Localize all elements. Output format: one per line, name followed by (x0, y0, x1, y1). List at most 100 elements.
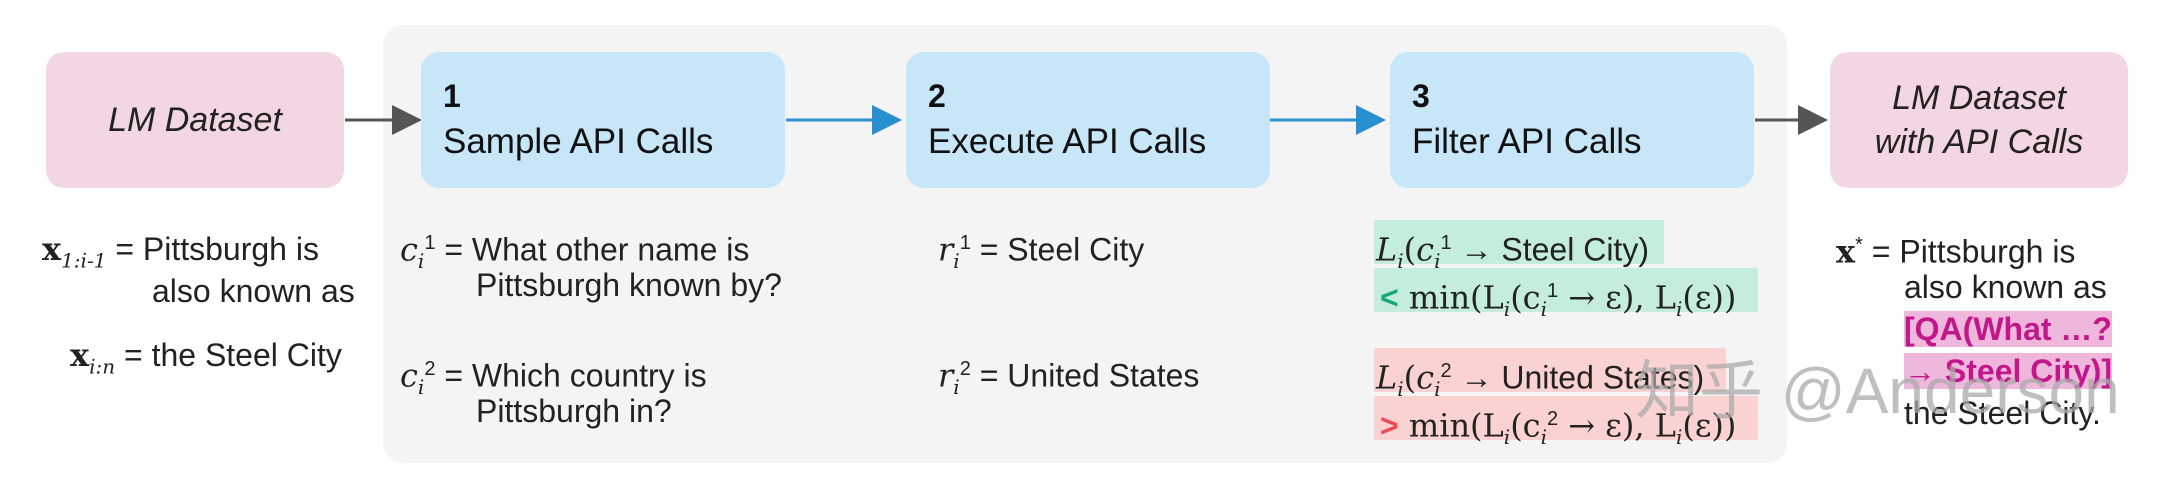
loss-subscript: i (1675, 425, 1683, 450)
loss-subscript: i (1397, 249, 1404, 274)
x-symbol: x (70, 336, 90, 374)
c-symbol: c (1416, 358, 1435, 397)
output-dataset-label-line2: with API Calls (1874, 123, 2084, 161)
c-subscript: i (417, 249, 425, 274)
api-call-c1: ci1 = What other name is (400, 222, 749, 282)
r-superscript: 1 (959, 232, 971, 254)
watermark: 知乎 @Anderson (1635, 355, 2120, 427)
step-number: 3 (1412, 78, 1430, 114)
loss-subscript: i (1503, 425, 1511, 450)
api-call-text-1: [QA(What …? (1904, 311, 2112, 347)
r1-text: Steel City (1007, 231, 1145, 268)
c-subscript: i (1540, 425, 1547, 450)
c-symbol: c (1416, 230, 1435, 269)
loss-subscript: i (1675, 297, 1683, 322)
loss-target: → United States) (1451, 359, 1705, 396)
step-number: 2 (928, 78, 946, 114)
output-dataset-label-line1: LM Dataset (1892, 79, 2066, 117)
x-symbol: x (42, 230, 62, 268)
less-than-operator: < (1380, 279, 1399, 316)
c-superscript: 1 (424, 232, 436, 254)
inserted-api-call-line1: [QA(What …? (1904, 308, 2112, 350)
filter-row1-line1-highlight (1374, 220, 1664, 264)
filter-row1-line2: < min(Li(ci1 → ε), Li(ε)) (1380, 270, 1736, 330)
c-superscript: 2 (1547, 408, 1559, 430)
step-title: Filter API Calls (1412, 122, 1642, 161)
c-subscript: i (1540, 297, 1547, 322)
c2-line2: Pittsburgh in? (476, 393, 672, 429)
r-superscript: 2 (959, 358, 971, 380)
api-result-r1: ri1 = Steel City (938, 222, 1144, 282)
min-end1: → ε), L (1558, 278, 1676, 317)
step-filter-api-calls: 3 Filter API Calls (1390, 52, 1754, 188)
r-symbol: r (938, 230, 954, 269)
step-title: Execute API Calls (928, 122, 1207, 161)
r-subscript: i (953, 375, 960, 400)
x-symbol: x (1836, 232, 1856, 271)
min-end2: (ε)) (1682, 278, 1737, 317)
x-prefix-line1: Pittsburgh is (142, 231, 319, 267)
output-line1: Pittsburgh is (1899, 233, 2076, 270)
equals-sign: = (979, 357, 999, 394)
greater-than-operator: > (1380, 407, 1399, 444)
r-symbol: r (938, 356, 954, 395)
equals-sign: = (979, 231, 999, 268)
c2-line1: Which country is (471, 357, 707, 394)
loss-subscript: i (1397, 377, 1404, 402)
c-superscript: 1 (1547, 280, 1559, 302)
min-mid: (c (1510, 406, 1541, 445)
c1-line1: What other name is (471, 231, 750, 268)
c1-line2: Pittsburgh known by? (476, 267, 782, 303)
filter-row1-line2-highlight (1374, 268, 1758, 312)
c-symbol: c (400, 356, 418, 395)
filter-row2-line1-highlight (1374, 348, 1726, 392)
x-suffix-text: the Steel City (151, 337, 342, 373)
x-star: * (1855, 234, 1863, 256)
c-subscript: i (417, 375, 425, 400)
c-subscript: i (1434, 377, 1441, 402)
c-superscript: 2 (1440, 360, 1452, 382)
lm-dataset-box: LM Dataset (46, 52, 344, 188)
c-symbol: c (400, 230, 418, 269)
filter-row2-line1: Li(ci2 → United States) (1376, 350, 1704, 410)
x-subscript: i:n (89, 354, 116, 379)
min-text: min(L (1398, 278, 1504, 317)
loss-target: → Steel City) (1451, 231, 1649, 268)
step-title: Sample API Calls (443, 122, 714, 161)
step-execute-api-calls: 2 Execute API Calls (906, 52, 1270, 188)
paren: ( (1403, 358, 1417, 397)
api-call-c2: ci2 = Which country is (400, 348, 707, 408)
equals-sign: = (444, 357, 464, 394)
min-mid: (c (1510, 278, 1541, 317)
inserted-api-call-line2: → Steel City)] (1904, 350, 2113, 392)
equals-sign: = (123, 337, 143, 373)
x-star-formula: x* = Pittsburgh is (1836, 224, 2075, 273)
min-text: min(L (1398, 406, 1504, 445)
x-prefix-line2: also known as (152, 273, 355, 309)
c-superscript: 2 (424, 358, 436, 380)
lm-dataset-with-api-calls-box: LM Dataset with API Calls (1830, 52, 2128, 188)
step-number: 1 (443, 78, 461, 114)
filter-row1-line1: Li(ci1 → Steel City) (1376, 222, 1649, 282)
filter-row2-line2-highlight (1374, 396, 1758, 440)
output-line5: the Steel City. (1904, 395, 2101, 431)
equals-sign: = (115, 231, 134, 267)
paren: ( (1403, 230, 1417, 269)
equals-sign: = (1871, 233, 1891, 270)
lm-dataset-label: LM Dataset (108, 101, 282, 139)
c-superscript: 1 (1440, 232, 1452, 254)
x-prefix-formula: x1:i-1 = Pittsburgh is (42, 228, 319, 281)
loss-subscript: i (1503, 297, 1511, 322)
loss-symbol: L (1376, 358, 1398, 397)
min-end2: (ε)) (1682, 406, 1737, 445)
api-call-text-2: → Steel City)] (1904, 353, 2113, 389)
c-subscript: i (1434, 249, 1441, 274)
min-end1: → ε), L (1558, 406, 1676, 445)
filter-row2-line2: > min(Li(ci2 → ε), Li(ε)) (1380, 398, 1736, 458)
r-subscript: i (953, 249, 960, 274)
x-suffix-formula: xi:n = the Steel City (70, 334, 342, 387)
x-subscript: 1:i-1 (61, 248, 107, 273)
api-result-r2: ri2 = United States (938, 348, 1199, 408)
equals-sign: = (444, 231, 464, 268)
